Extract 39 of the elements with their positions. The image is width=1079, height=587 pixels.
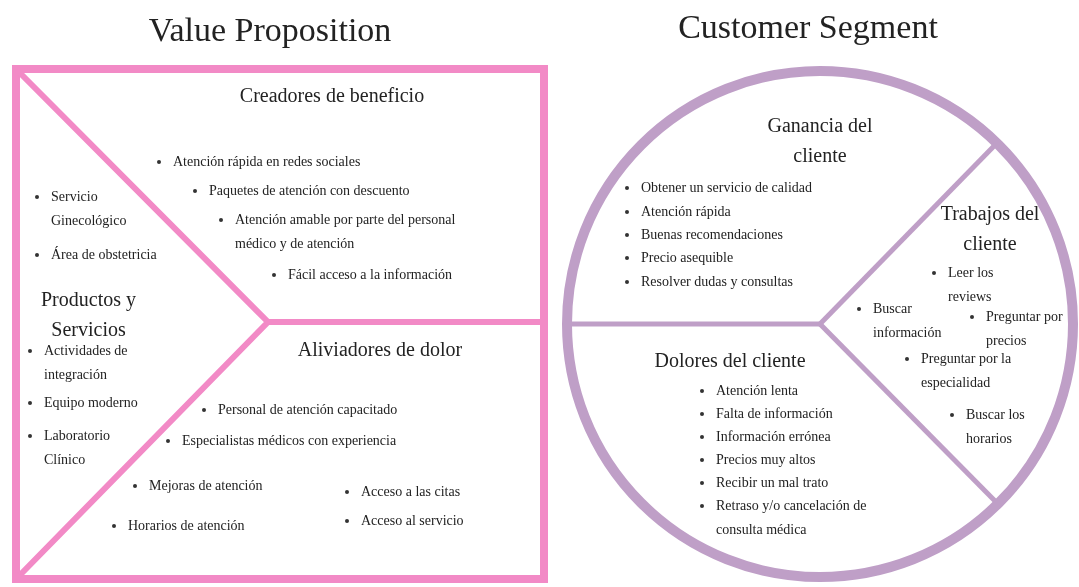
list-item-text: Área de obstetricia (51, 245, 157, 264)
section-heading: Dolores del cliente (653, 348, 807, 373)
section-heading: Trabajos del cliente (940, 201, 1040, 256)
list-item-text: Actividades de integración (44, 342, 129, 384)
list-item-text: Preguntar por precios (986, 308, 1064, 350)
list-item-text: Mejoras de atención (149, 477, 263, 495)
list-item-text: Precios muy altos (716, 451, 816, 469)
list-item-text: Buenas recomendaciones (641, 226, 783, 244)
list-item-text: Precio asequible (641, 249, 734, 267)
section-heading: Ganancia del cliente (766, 113, 874, 168)
list-item-text: Falta de información (716, 405, 833, 423)
panel-title: Value Proposition (147, 10, 393, 50)
list-item-text: Leer los reviews (948, 264, 995, 306)
list-item-text: Recibir un mal trato (716, 474, 829, 492)
list-item-text: Personal de atención capacitado (218, 401, 398, 419)
list-item-text: Especialistas médicos con experiencia (182, 432, 397, 450)
list-item-text: Fácil acceso a la información (288, 266, 453, 284)
list-item-text: Atención amable por parte del personal médico y de atención (235, 211, 457, 253)
list-item-text: Horarios de atención (128, 517, 245, 535)
list-item-text: Información errónea (716, 428, 831, 446)
list-item-text: Servicio Ginecológico (51, 188, 128, 230)
section-heading: Productos y Servicios (40, 287, 137, 342)
list-item-text: Atención rápida en redes sociales (173, 153, 361, 171)
list-item-text: Laboratorio Clínico (44, 427, 112, 469)
section-heading: Aliviadores de dolor (296, 337, 464, 362)
list-item-text: Acceso al servicio (361, 512, 464, 530)
list-item-text: Acceso a las citas (361, 483, 461, 501)
list-item-text: Preguntar por la especialidad (921, 350, 1013, 392)
list-item-text: Paquetes de atención con descuento (209, 182, 410, 200)
list-item-text: Atención rápida (641, 203, 731, 221)
section-heading: Creadores de beneficio (238, 83, 426, 108)
list-item-text: Buscar los horarios (966, 406, 1026, 448)
list-item-text: Resolver dudas y consultas (641, 273, 794, 291)
list-item-text: Atención lenta (716, 382, 799, 400)
panel-title: Customer Segment (677, 7, 939, 47)
list-item-text: Obtener un servicio de calidad (641, 179, 813, 197)
list-item-text: Equipo moderno (44, 394, 138, 412)
list-item-text: Buscar información (873, 300, 943, 342)
list-item-text: Retraso y/o cancelación de consulta médica (716, 497, 868, 539)
